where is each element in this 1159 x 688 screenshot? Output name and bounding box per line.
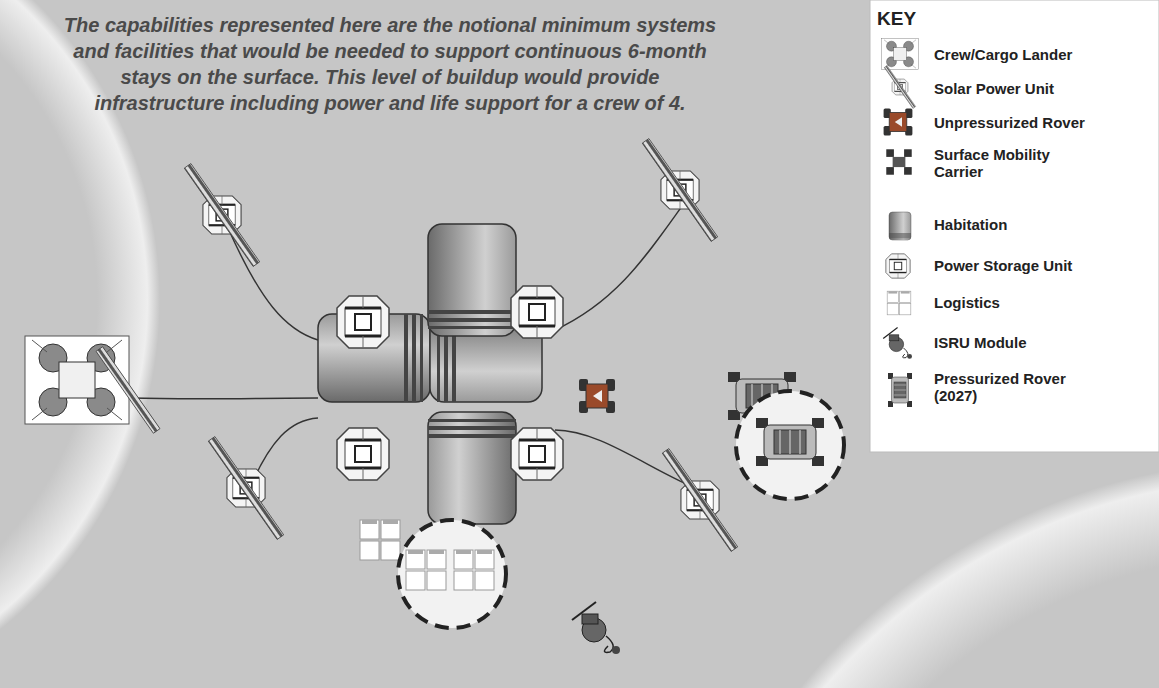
legend-entry: Habitation: [934, 216, 1144, 233]
key-icons: [882, 38, 919, 407]
legend-entry: Solar Power Unit: [934, 80, 1144, 97]
legend-entry: Logistics: [934, 294, 1144, 311]
legend-entry: ISRU Module: [934, 334, 1144, 351]
key-panel: [870, 0, 1159, 452]
title-note: The capabilities represented here are th…: [60, 12, 720, 116]
legend-entry: Unpressurized Rover: [934, 114, 1144, 131]
key-heading: KEY: [877, 8, 916, 30]
legend-entry: Crew/Cargo Lander: [934, 46, 1144, 63]
legend-entry: Pressurized Rover (2027): [934, 370, 1084, 404]
legend-entry: Surface Mobility Carrier: [934, 146, 1084, 180]
legend-entry: Power Storage Unit: [934, 257, 1144, 274]
